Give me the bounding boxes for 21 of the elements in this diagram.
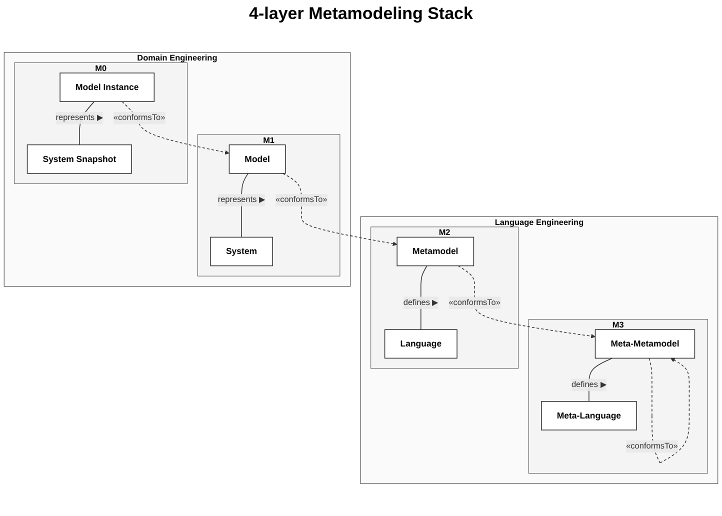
edge-label: defines ▶ <box>403 298 438 307</box>
node-box: Language <box>384 329 458 359</box>
arrow <box>458 265 596 338</box>
arrow <box>282 173 398 246</box>
node-box: Metamodel <box>396 236 474 266</box>
diagram-title: 4-layer Metamodeling Stack <box>248 4 474 24</box>
arrow <box>122 101 230 155</box>
node-box: Meta-Language <box>541 401 637 430</box>
edge-label: «conformsTo» <box>448 298 500 307</box>
edge-label: «conformsTo» <box>276 196 328 204</box>
edge-label: represents ▶ <box>218 196 266 204</box>
node-box: Meta-Metamodel <box>594 329 696 359</box>
edge-label: represents ▶ <box>56 113 104 122</box>
edge-label: «conformsTo» <box>113 113 166 122</box>
edge-label: defines ▶ <box>571 380 606 390</box>
node-box: System Snapshot <box>26 144 132 174</box>
edge-label: «conformsTo» <box>626 442 678 451</box>
arrow <box>648 358 690 464</box>
node-box: System <box>210 236 273 266</box>
node-box: Model Instance <box>60 72 155 102</box>
node-box: Model <box>228 144 286 174</box>
